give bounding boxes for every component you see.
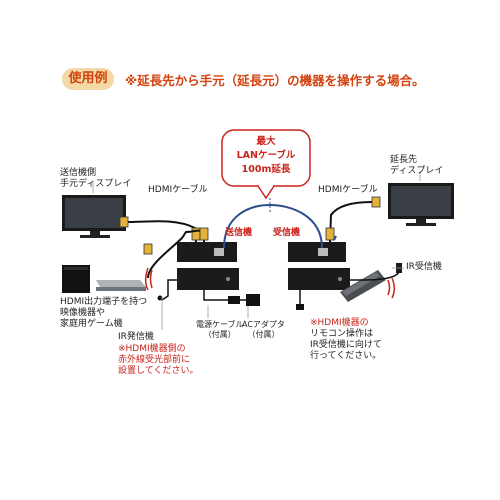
power-cable (203, 290, 228, 301)
game-console-icon (62, 265, 90, 293)
remote-note-1: ※HDMI機器の (310, 318, 369, 328)
source-device-label-2: 映像機器や (60, 308, 106, 318)
ac-adapter-label-2: （付属） (247, 330, 280, 339)
ir-receiver-label: IR受信機 (406, 262, 442, 272)
remote-note-4: 行ってください。 (310, 351, 382, 361)
ir-emitter-note-3: 設置してください。 (118, 366, 199, 376)
ir-emitter-label: IR発信機 (118, 332, 154, 342)
lan-callout-line2: LANケーブル (236, 150, 296, 161)
remote-note-3: IR受信機に向けて (310, 340, 382, 350)
hdmi-cable-left-label: HDMIケーブル (148, 185, 208, 195)
receiver-display-icon (388, 183, 454, 226)
receiver-display-label-2: ディスプレイ (390, 166, 444, 176)
hdmi-cable-right (329, 201, 373, 243)
remote-note: ※HDMI機器の リモコン操作は IR受信機に向けて 行ってください。 (310, 318, 382, 362)
power-cable-label: 電源ケーブル （付属） (196, 320, 244, 340)
ir-emitter-cable (161, 279, 177, 301)
ir-receiver-cable (350, 271, 400, 281)
power-cable-label-2: （付属） (203, 330, 236, 339)
receiver-label: 受信機 (273, 228, 301, 238)
usage-example-tag: 使用例 (62, 68, 114, 90)
sender-display-label: 送信機側 手元ディスプレイ (60, 168, 131, 190)
ir-emitter-note-2: 赤外線受光部前に (118, 355, 191, 365)
lan-callout-line3: 100m延長 (241, 164, 291, 175)
sender-display-icon (62, 195, 126, 238)
ir-emitter-note: ※HDMI機器側の 赤外線受光部前に 設置してください。 (118, 344, 198, 377)
remote-note-2: リモコン操作は (310, 329, 374, 339)
lan-callout-bubble (221, 129, 311, 200)
lan-cable (223, 203, 323, 249)
lan-callout-text: 最大 LANケーブル 100m延長 (232, 135, 300, 177)
receiver-display-label-1: 延長先 (390, 155, 418, 165)
power-cable-label-1: 電源ケーブル (196, 320, 244, 329)
ac-adapter-label: ACアダプタ （付属） (242, 320, 285, 340)
remote-control-icon (340, 270, 386, 302)
transmitter-label: 送信機 (225, 228, 253, 238)
ac-adapter-label-1: ACアダプタ (242, 320, 285, 329)
source-device-label-3: 家庭用ゲーム機 (60, 319, 123, 329)
receiver-unit (288, 242, 350, 290)
page-title: ※延長先から手元（延長元）の機器を操作する場合。 (125, 73, 425, 88)
sender-display-label-1: 送信機側 (60, 168, 97, 178)
ir-emitter-note-1: ※HDMI機器側の (118, 344, 186, 354)
source-device-label: HDMI出力端子を持つ 映像機器や 家庭用ゲーム機 (60, 297, 147, 330)
video-player-icon (96, 280, 146, 291)
receiver-display-label: 延長先 ディスプレイ (390, 155, 443, 177)
lan-callout-line1: 最大 (256, 136, 276, 147)
transmitter-unit (177, 242, 239, 290)
source-device-label-1: HDMI出力端子を持つ (60, 297, 148, 307)
hdmi-cable-right-label: HDMIケーブル (318, 185, 378, 195)
sender-display-label-2: 手元ディスプレイ (60, 179, 132, 189)
